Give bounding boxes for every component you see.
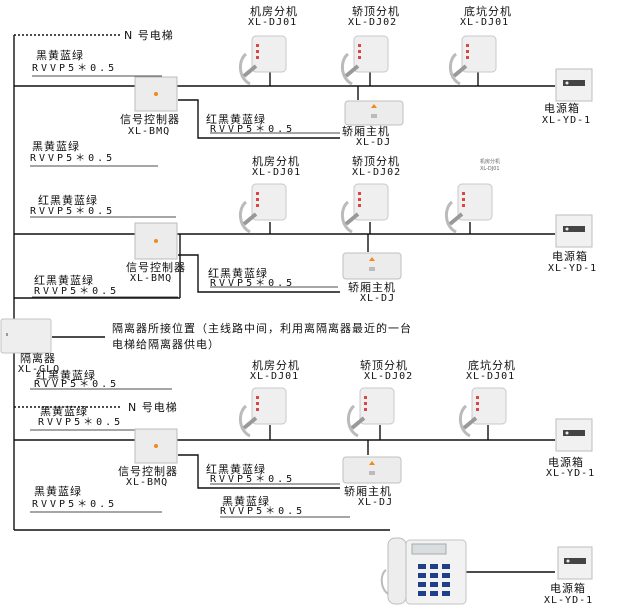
extension-name: 轿顶分机 — [352, 155, 400, 168]
extension-name: 机房分机 — [252, 155, 300, 168]
n-elevator-label: N 号电梯 — [124, 29, 174, 42]
cable-spec-label: RVVP5＊0.5 — [32, 499, 118, 510]
controller-model: XL-BMQ — [128, 126, 171, 137]
cable-spec-label: RVVP5＊0.5 — [210, 124, 296, 135]
power-box-icon — [555, 214, 593, 248]
power-box-model: XL-YD-1 — [546, 468, 596, 479]
cable-spec-label: RVVP5＊0.5 — [34, 286, 120, 297]
cable-colors-label: 红黑黄蓝绿 — [34, 274, 94, 287]
car-unit-model: XL-DJ — [358, 497, 394, 508]
cable-spec-label: RVVP5＊0.5 — [210, 278, 296, 289]
cable-colors-label: 红黑黄蓝绿 — [206, 463, 266, 476]
extension-model: XL-DJ02 — [352, 167, 402, 178]
car-unit-name: 轿厢主机 — [348, 281, 396, 294]
cable-colors-label: 黑黄蓝绿 — [36, 49, 84, 62]
n-elevator-label: N 号电梯 — [128, 401, 178, 414]
extension-phone-icon — [438, 178, 496, 236]
power-box-icon — [555, 68, 593, 102]
extension-name: 机房分机 — [252, 359, 300, 372]
cable-colors-label: 红黑黄蓝绿 — [206, 113, 266, 126]
car-unit-icon — [344, 100, 404, 126]
cable-spec-label: RVVP5＊0.5 — [30, 206, 116, 217]
extension-name: 轿顶分机 — [360, 359, 408, 372]
extension-model: XL-DJ01 — [248, 17, 298, 28]
cable-colors-label: 红黑黄蓝绿 — [38, 194, 98, 207]
cable-spec-label: RVVP5＊0.5 — [38, 417, 124, 428]
power-box-name: 电源箱 — [548, 456, 584, 469]
extension-phone-icon — [232, 178, 290, 236]
car-unit-name: 轿厢主机 — [344, 485, 392, 498]
cable-spec-label: RVVP5＊0.5 — [30, 153, 116, 164]
extension-phone-icon — [340, 382, 398, 440]
power-box-name: 电源箱 — [550, 582, 586, 595]
cable-spec-label: RVVP5＊0.5 — [34, 379, 120, 390]
power-box-icon — [555, 418, 593, 452]
extension-name: 底坑分机 — [464, 5, 512, 18]
isolator-note: 隔离器所接位置（主线路中间，利用离隔离器最近的一台电梯给隔离器供电） — [112, 322, 412, 351]
car-unit-model: XL-DJ — [356, 137, 392, 148]
cable-spec-label: RVVP5＊0.5 — [32, 63, 118, 74]
power-box-model: XL-YD-1 — [544, 595, 594, 606]
extension-model: XL-DJ01 — [252, 167, 302, 178]
extension-phone-icon — [334, 178, 392, 236]
isolator-name: 隔离器 — [20, 352, 56, 365]
car-unit-name: 轿厢主机 — [342, 125, 390, 138]
extension-model: XL-DJ02 — [364, 371, 414, 382]
cable-spec-label: RVVP5＊0.5 — [210, 474, 296, 485]
extension-phone-icon — [452, 382, 510, 440]
extension-model: XL-DJ01 — [480, 166, 500, 172]
extension-phone-icon — [442, 30, 500, 88]
cable-colors-label: 红黑黄蓝绿 — [36, 369, 96, 382]
controller-name: 信号控制器 — [126, 261, 186, 274]
extension-name: 轿顶分机 — [352, 5, 400, 18]
extension-model: XL-DJ02 — [348, 17, 398, 28]
extension-name: 机房分机 — [250, 5, 298, 18]
cable-colors-label: 黑黄蓝绿 — [34, 485, 82, 498]
signal-controller-icon — [134, 428, 178, 464]
cable-colors-label: 黑黄蓝绿 — [40, 405, 88, 418]
car-unit-icon — [342, 252, 402, 280]
extension-name: 底坑分机 — [468, 359, 516, 372]
power-box-icon — [557, 546, 593, 580]
isolator-icon — [0, 318, 52, 354]
extension-model: XL-DJ01 — [250, 371, 300, 382]
isolator-model: XL-GLQ — [18, 364, 61, 375]
cable-colors-label: 黑黄蓝绿 — [222, 495, 270, 508]
cable-colors-label: 红黑黄蓝绿 — [208, 267, 268, 280]
controller-name: 信号控制器 — [120, 113, 180, 126]
signal-controller-icon — [134, 76, 178, 112]
controller-name: 信号控制器 — [118, 465, 178, 478]
power-box-name: 电源箱 — [552, 250, 588, 263]
car-unit-model: XL-DJ — [360, 293, 396, 304]
power-box-model: XL-YD-1 — [542, 115, 592, 126]
master-telephone-icon — [378, 534, 468, 606]
extension-model: XL-DJ01 — [460, 17, 510, 28]
extension-phone-icon — [334, 30, 392, 88]
signal-controller-icon — [134, 222, 178, 260]
extension-phone-icon — [232, 30, 290, 88]
controller-model: XL-BMQ — [130, 273, 173, 284]
extension-name: 机房分机 — [480, 159, 501, 165]
extension-phone-icon — [232, 382, 290, 440]
cable-colors-label: 黑黄蓝绿 — [32, 140, 80, 153]
power-box-model: XL-YD-1 — [548, 263, 598, 274]
controller-model: XL-BMQ — [126, 477, 169, 488]
power-box-name: 电源箱 — [544, 102, 580, 115]
car-unit-icon — [342, 456, 402, 484]
extension-model: XL-DJ01 — [466, 371, 516, 382]
cable-spec-label: RVVP5＊0.5 — [220, 506, 306, 517]
